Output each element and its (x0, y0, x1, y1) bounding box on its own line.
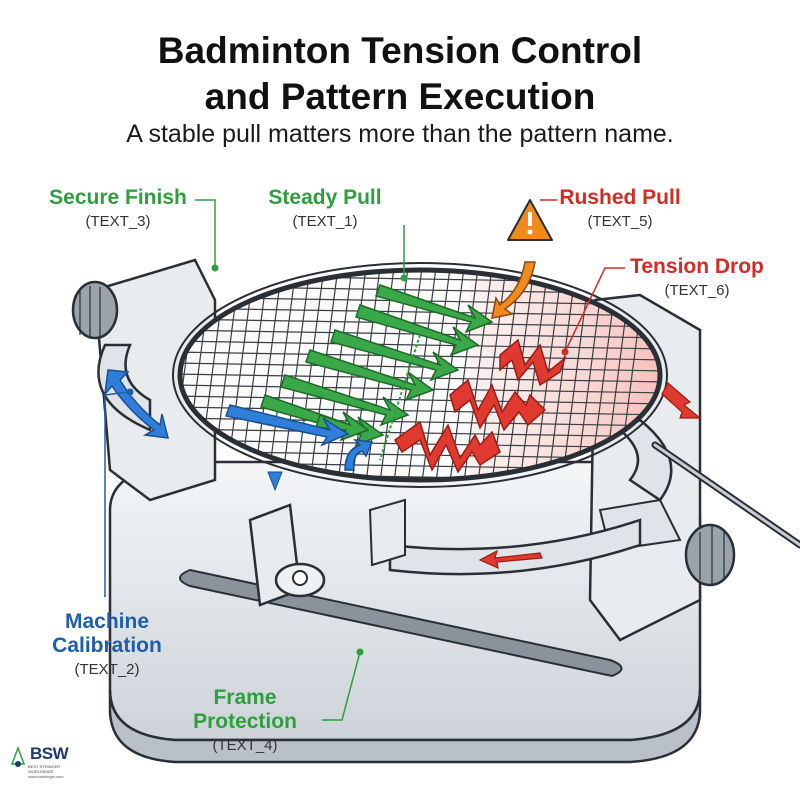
cross-string (180, 362, 660, 372)
clamp-post (248, 498, 406, 607)
subtitle: A stable pull matters more than the patt… (126, 120, 674, 148)
callout-machine-calibration: Machine Calibration (TEXT_2) (22, 610, 192, 678)
cross-string (180, 318, 660, 328)
callout-label-line-2: Calibration (52, 634, 162, 657)
callout-label: Secure Finish (49, 186, 187, 209)
callout-label: Tension Drop (630, 255, 764, 278)
shuttlecock-icon (10, 745, 26, 767)
callout-secure-finish: Secure Finish (TEXT_3) (38, 186, 198, 230)
logo-name: BSW (30, 744, 69, 763)
cross-string (180, 307, 660, 317)
title-line-2: and Pattern Execution (204, 76, 596, 117)
callout-tension-drop: Tension Drop (TEXT_6) (612, 255, 782, 299)
title-line-1: Badminton Tension Control (157, 30, 643, 71)
callout-label-line-1: Frame (213, 686, 277, 709)
main-string (266, 270, 298, 480)
logo-tagline: BEST STRINGER WORLDWIDE (28, 764, 61, 774)
main-string (294, 270, 326, 480)
cross-string (180, 439, 660, 449)
cross-string (180, 373, 660, 383)
cross-string (180, 351, 660, 361)
leader-lines (104, 199, 625, 721)
ring-red-arrows (478, 382, 702, 570)
main-string (308, 270, 340, 480)
rushed-pull-zigzag (394, 338, 567, 474)
warning-icon (491, 199, 553, 319)
page-title: Badminton Tension Control and Pattern Ex… (0, 28, 800, 120)
logo-url: www.bsstringer.com (28, 774, 64, 779)
callout-text: (TEXT_3) (85, 213, 151, 230)
bsw-logo: BSW BEST STRINGER WORLDWIDE www.bsstring… (8, 742, 78, 790)
main-string (280, 270, 312, 480)
left-tower (71, 258, 217, 502)
callout-text: (TEXT_6) (664, 282, 730, 299)
callout-text: (TEXT_4) (212, 737, 278, 754)
callout-rushed-pull: Rushed Pull (TEXT_5) (545, 186, 695, 230)
callout-steady-pull: Steady Pull (TEXT_1) (245, 186, 405, 230)
callout-frame-protection: Frame Protection (TEXT_4) (165, 686, 325, 754)
main-string (322, 270, 354, 480)
callout-label-line-2: Protection (193, 710, 297, 733)
callout-label: Rushed Pull (559, 186, 681, 209)
callout-label: Steady Pull (268, 186, 382, 209)
steady-pull-arrows (260, 284, 494, 461)
cross-string (180, 406, 660, 416)
cross-string (180, 395, 660, 405)
main-string (406, 270, 438, 480)
callout-text: (TEXT_2) (74, 661, 140, 678)
callout-text: (TEXT_1) (292, 213, 358, 230)
main-string (546, 270, 578, 480)
calibration-arrows (103, 369, 374, 492)
callout-text: (TEXT_5) (587, 213, 653, 230)
callout-label-line-1: Machine (64, 610, 150, 633)
cross-string (180, 340, 660, 350)
main-string (518, 270, 550, 480)
